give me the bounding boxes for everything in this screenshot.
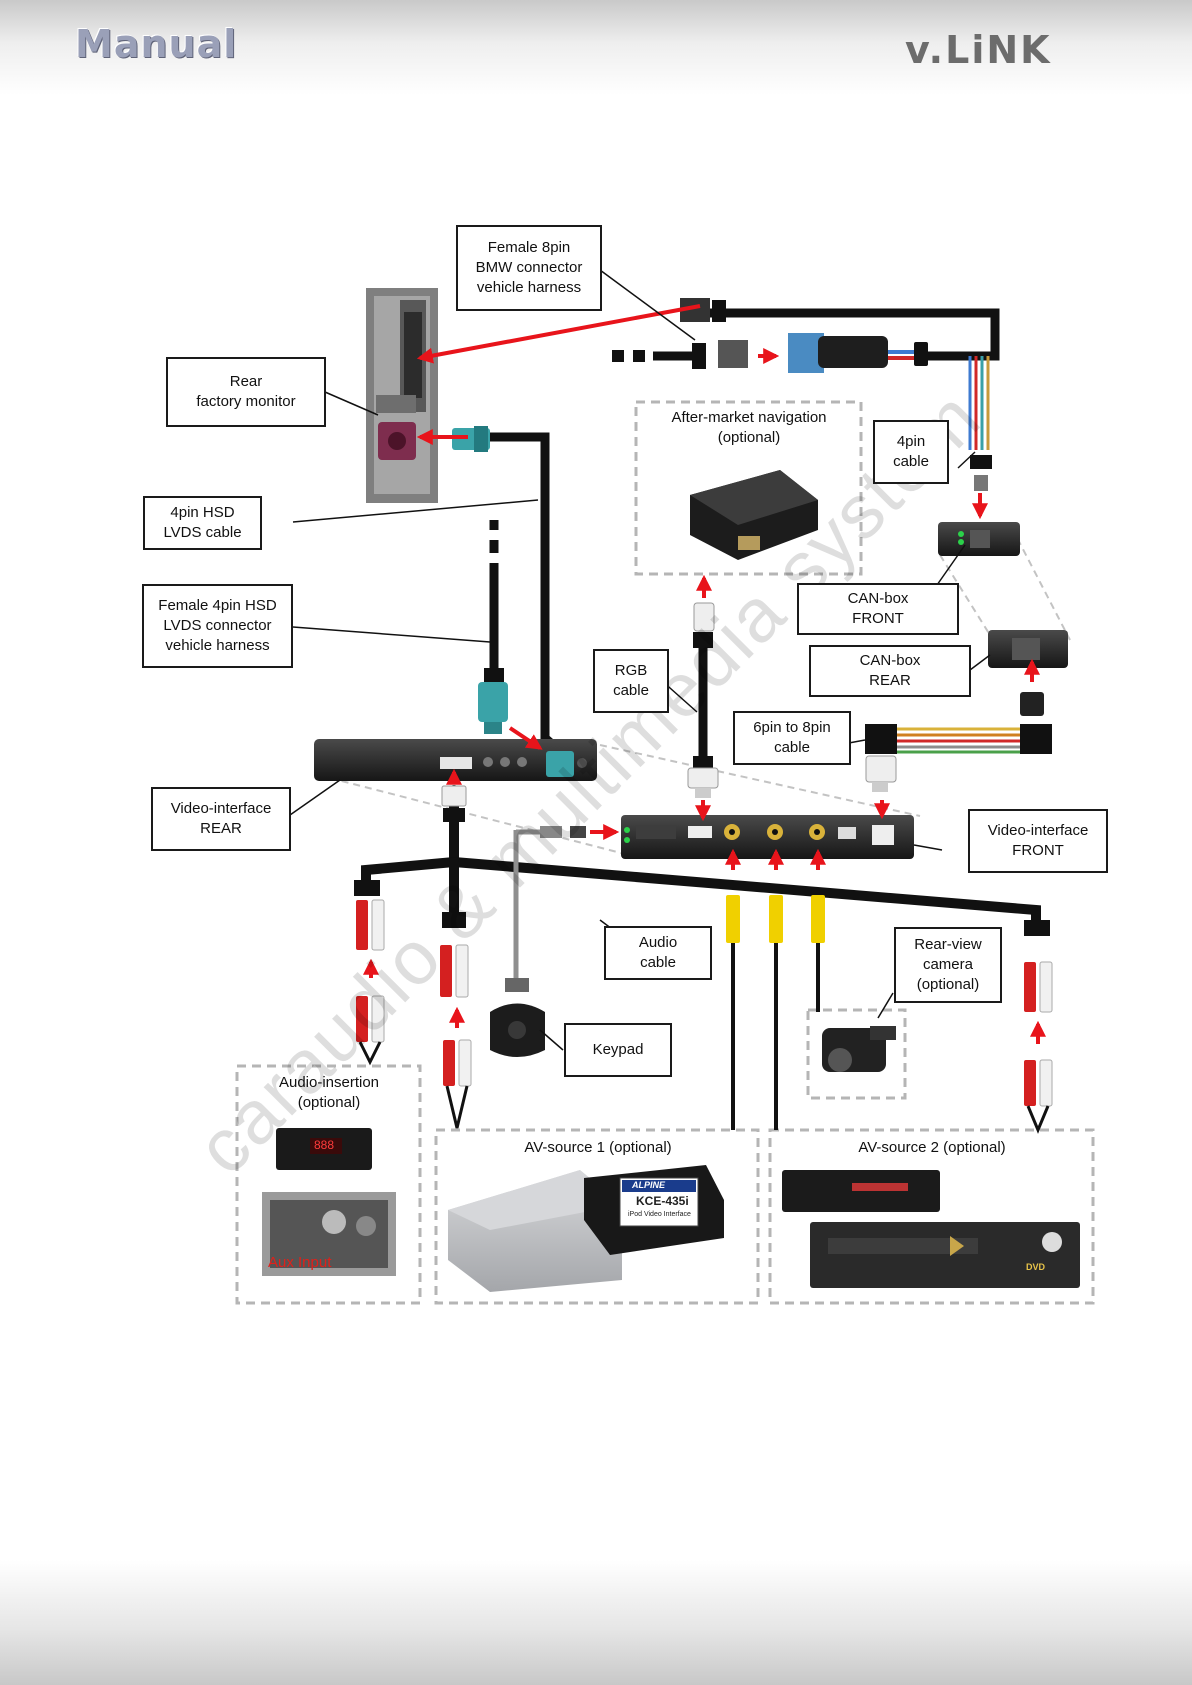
can-box-front	[938, 522, 1020, 556]
audio-insertion-frame	[235, 1064, 422, 1305]
video-interface-front	[621, 815, 914, 859]
group-title-navigation: After-market navigation (optional)	[671, 409, 827, 446]
rca-pair-2	[440, 944, 472, 1129]
group-title-audio-insertion: Audio-insertion (optional)	[278, 1074, 380, 1111]
rear-if-audio-plug	[441, 785, 467, 807]
rca-plugs	[356, 895, 1053, 1134]
optional-group-frames	[235, 400, 1095, 1305]
hsd-connector-bottom	[478, 668, 508, 734]
label-rear-monitor: Rear factory monitor	[166, 357, 326, 427]
alpine-model: KCE-435i	[636, 1194, 689, 1208]
av-source-2-devices	[782, 1170, 1080, 1288]
header-band	[0, 0, 1192, 95]
label-video-interface-front: Video-interface FRONT	[968, 809, 1108, 873]
footer-band	[0, 1560, 1192, 1685]
navigation-frame	[634, 400, 863, 576]
label-pin4-cable: 4pin cable	[873, 420, 949, 484]
navigation-unit	[690, 470, 818, 560]
yellow-video-plugs	[726, 895, 825, 1130]
leader-lines	[289, 269, 991, 1051]
keypad-cable	[513, 829, 540, 980]
label-female-8pin: Female 8pin BMW connector vehicle harnes…	[456, 225, 602, 311]
manual-logo: Manual	[75, 22, 238, 66]
six-to-eight-pin-cable	[865, 724, 1052, 792]
rear-camera-device	[822, 1026, 896, 1072]
av-source-1-frame	[434, 1128, 760, 1305]
label-keypad: Keypad	[564, 1023, 672, 1077]
group-title-av-source-2: AV-source 2 (optional)	[858, 1139, 1006, 1156]
label-canbox-front: CAN-box FRONT	[797, 583, 959, 635]
label-six-to-eight: 6pin to 8pin cable	[733, 711, 851, 765]
hsd-connector-top	[452, 426, 490, 452]
label-video-interface-rear: Video-interface REAR	[151, 787, 291, 851]
bmw-8pin-harness	[612, 298, 1000, 491]
camera-frame	[806, 1008, 907, 1100]
rca-pair-1	[356, 899, 385, 1066]
label-rear-camera: Rear-view camera (optional)	[894, 927, 1002, 1003]
label-rgb-cable: RGB cable	[593, 649, 669, 713]
rear-factory-monitor	[366, 288, 438, 503]
connection-arrows	[363, 304, 1046, 1044]
vlink-logo: v.LiNK	[905, 28, 1052, 72]
audio-insertion-devices	[262, 1128, 396, 1276]
av-source-2-frame	[768, 1128, 1095, 1305]
can-box-rear	[988, 630, 1068, 716]
label-hsd-cable: 4pin HSD LVDS cable	[143, 496, 262, 550]
rgb-cable	[687, 602, 719, 798]
av-source-1-devices	[448, 1165, 724, 1292]
aux-input-caption: Aux Input	[268, 1254, 332, 1271]
keypad-device	[490, 1003, 545, 1057]
display-digits: 888	[314, 1138, 335, 1152]
alpine-brand: ALPINE	[632, 1180, 666, 1190]
label-audio-cable: Audio cable	[604, 926, 712, 980]
label-female-hsd: Female 4pin HSD LVDS connector vehicle h…	[142, 584, 293, 668]
rca-pair-3	[1024, 961, 1053, 1134]
group-title-av-source-1: AV-source 1 (optional)	[524, 1139, 672, 1156]
alpine-sub: iPod Video Interface	[628, 1211, 691, 1218]
dvd-logo: DVD	[1026, 1262, 1046, 1272]
label-canbox-rear: CAN-box REAR	[809, 645, 971, 697]
